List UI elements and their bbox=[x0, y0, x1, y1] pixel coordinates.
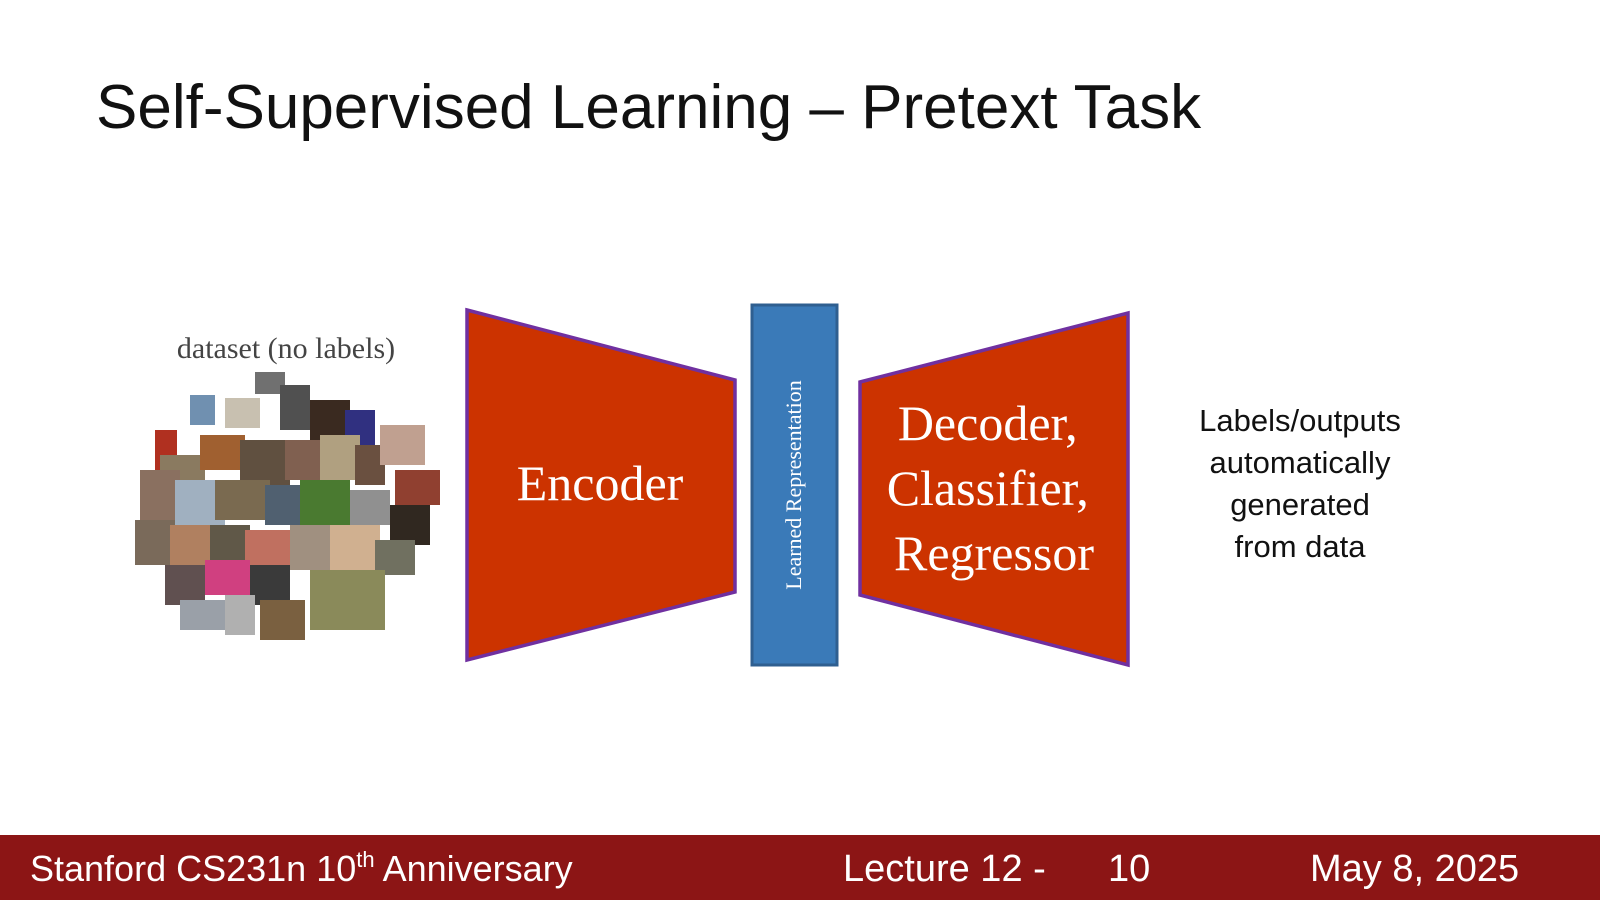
slide-title: Self-Supervised Learning – Pretext Task bbox=[96, 73, 1202, 142]
footer-bar: Stanford CS231n 10th Anniversary Lecture… bbox=[0, 835, 1600, 900]
footer-course-sup: th bbox=[356, 847, 375, 872]
footer-course: Stanford CS231n 10th Anniversary bbox=[30, 848, 573, 890]
outputs-line-1: Labels/outputs bbox=[1199, 403, 1401, 438]
dataset-label: dataset (no labels) bbox=[177, 332, 395, 365]
decoder-label-line-3: Regressor bbox=[894, 525, 1094, 581]
decoder-block bbox=[858, 310, 1130, 668]
footer-course-suffix: Anniversary bbox=[374, 848, 573, 889]
footer-lecture: Lecture 12 - bbox=[843, 848, 1046, 890]
outputs-line-2: automatically bbox=[1209, 445, 1391, 480]
footer-course-name: Stanford CS231n 10 bbox=[30, 848, 357, 889]
encoder-block bbox=[465, 307, 737, 663]
decoder-label: Decoder, Classifier, Regressor bbox=[887, 395, 1102, 581]
outputs-line-3: generated bbox=[1230, 487, 1370, 522]
learned-representation-block bbox=[750, 303, 839, 667]
outputs-line-4: from data bbox=[1234, 529, 1366, 564]
representation-label: Learned Representation bbox=[781, 380, 806, 590]
footer-date: May 8, 2025 bbox=[1310, 848, 1520, 890]
footer-page-number: 10 bbox=[1108, 848, 1151, 890]
decoder-label-line-2: Classifier, bbox=[887, 460, 1089, 516]
outputs-description: Labels/outputs automatically generated f… bbox=[1150, 400, 1450, 568]
dataset-image-collage bbox=[135, 372, 440, 640]
decoder-label-line-1: Decoder, bbox=[898, 395, 1078, 451]
encoder-label: Encoder bbox=[517, 455, 684, 511]
